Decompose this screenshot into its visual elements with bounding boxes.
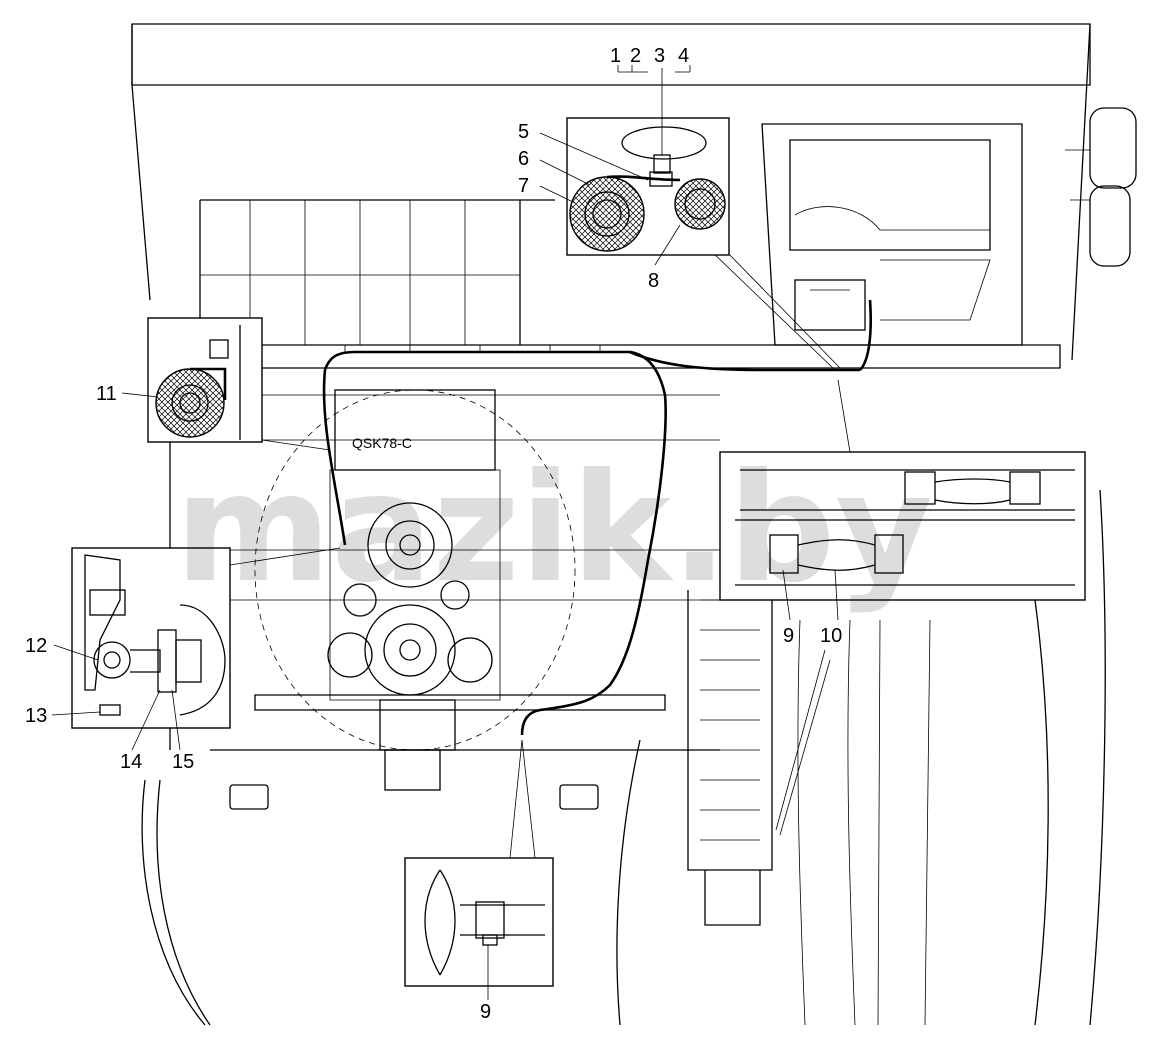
callout-1: 1 (610, 45, 621, 67)
detail-connector-left (51, 547, 341, 751)
wiring-harness (322, 299, 872, 736)
callout-13: 13 (25, 705, 47, 727)
engine-assembly: QSK78-C (254, 389, 576, 791)
watermark-text: mazik.by (175, 442, 933, 616)
detail-clamp-top (539, 65, 841, 371)
callout-10: 10 (820, 625, 842, 647)
callout-11: 11 (96, 383, 117, 405)
callout-12: 12 (25, 635, 47, 657)
callout-5: 5 (518, 121, 529, 143)
callout-3: 3 (654, 45, 665, 67)
callout-7: 7 (518, 175, 529, 197)
callout-4: 4 (678, 45, 689, 67)
callout-2: 2 (630, 45, 641, 67)
callout-15: 15 (172, 751, 194, 773)
callout-6: 6 (518, 148, 529, 170)
detail-clip-bottom (404, 739, 554, 1000)
operator-cabin (761, 123, 1023, 346)
detail-clips-right (719, 379, 1086, 621)
callout-labels: 1 2 3 4 5 6 7 8 9 10 11 12 13 14 15 9 (25, 45, 842, 1023)
callout-14: 14 (120, 751, 142, 773)
callout-9-bottom: 9 (480, 1001, 491, 1023)
callout-9-right: 9 (783, 625, 794, 647)
callout-8: 8 (648, 270, 659, 292)
engine-model-label: QSK78-C (352, 435, 412, 451)
detail-clamp-11 (121, 317, 331, 451)
